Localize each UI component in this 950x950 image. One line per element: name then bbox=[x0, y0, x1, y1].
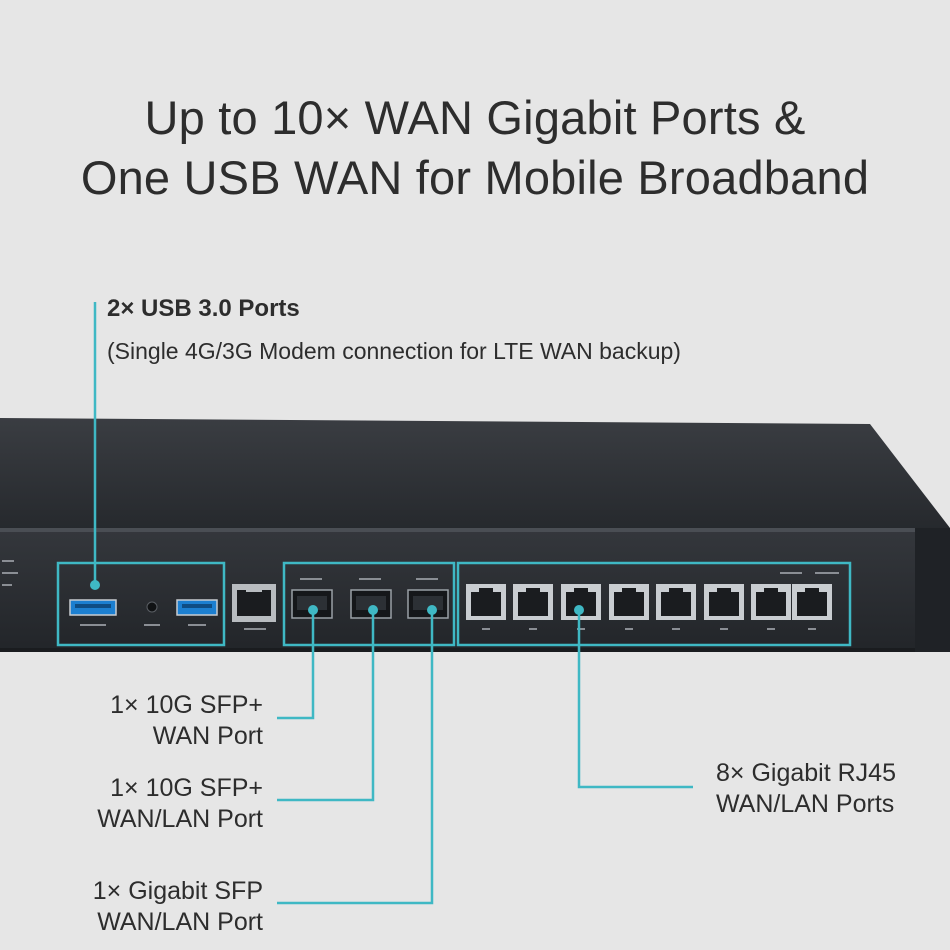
rj45-highlight-box bbox=[456, 561, 852, 647]
headline-line-2: One USB WAN for Mobile Broadband bbox=[80, 151, 870, 204]
usb-port-icon bbox=[69, 599, 117, 616]
rj45-port-icon bbox=[751, 584, 791, 630]
port-label-sfp-wan-lan: 1× 10G SFP+ WAN/LAN Port bbox=[97, 773, 263, 835]
headline-line-1: Up to 10× WAN Gigabit Ports & bbox=[144, 91, 806, 144]
port-label-line: 1× Gigabit SFP bbox=[92, 877, 263, 905]
console-port-icon bbox=[232, 584, 276, 622]
usb-port-icon bbox=[176, 599, 218, 616]
sfp2-leader-line bbox=[277, 610, 375, 802]
port-label-line: WAN/LAN Ports bbox=[716, 790, 895, 818]
sfp-highlight-box bbox=[282, 561, 456, 647]
sfp1-leader-line bbox=[277, 610, 315, 720]
port-label-line: 1× 10G SFP+ bbox=[110, 774, 263, 802]
port-label-line: WAN/LAN Port bbox=[97, 908, 263, 936]
rj45-leader-line bbox=[577, 610, 693, 789]
rj45-port-icon bbox=[704, 584, 744, 630]
rj45-port-icon bbox=[513, 584, 553, 630]
port-label-line: WAN Port bbox=[152, 722, 263, 750]
port-label-sfp-wan: 1× 10G SFP+ WAN Port bbox=[110, 690, 263, 752]
rj45-port-icon bbox=[656, 584, 696, 630]
usb-highlight-box bbox=[56, 561, 226, 647]
router-rack-ear bbox=[915, 528, 950, 652]
headline: Up to 10× WAN Gigabit Ports & One USB WA… bbox=[0, 88, 950, 208]
port-label-line: 1× 10G SFP+ bbox=[110, 691, 263, 719]
port-label-line: WAN/LAN Port bbox=[97, 805, 263, 833]
usb-callout-description: (Single 4G/3G Modem connection for LTE W… bbox=[107, 338, 681, 364]
usb-callout: 2× USB 3.0 Ports (Single 4G/3G Modem con… bbox=[107, 292, 681, 368]
port-label-line: 8× Gigabit RJ45 bbox=[716, 759, 896, 787]
rj45-port-icon bbox=[792, 584, 832, 630]
sfp3-leader-line bbox=[277, 610, 434, 905]
usb-callout-title: 2× USB 3.0 Ports bbox=[107, 295, 300, 322]
router-top-surface bbox=[0, 418, 950, 540]
reset-button-icon bbox=[146, 601, 158, 613]
port-label-gigabit-sfp: 1× Gigabit SFP WAN/LAN Port bbox=[93, 876, 263, 938]
rj45-port-icon bbox=[466, 584, 506, 630]
rj45-port-icon bbox=[609, 584, 649, 630]
port-label-rj45: 8× Gigabit RJ45 WAN/LAN Ports bbox=[716, 758, 896, 820]
